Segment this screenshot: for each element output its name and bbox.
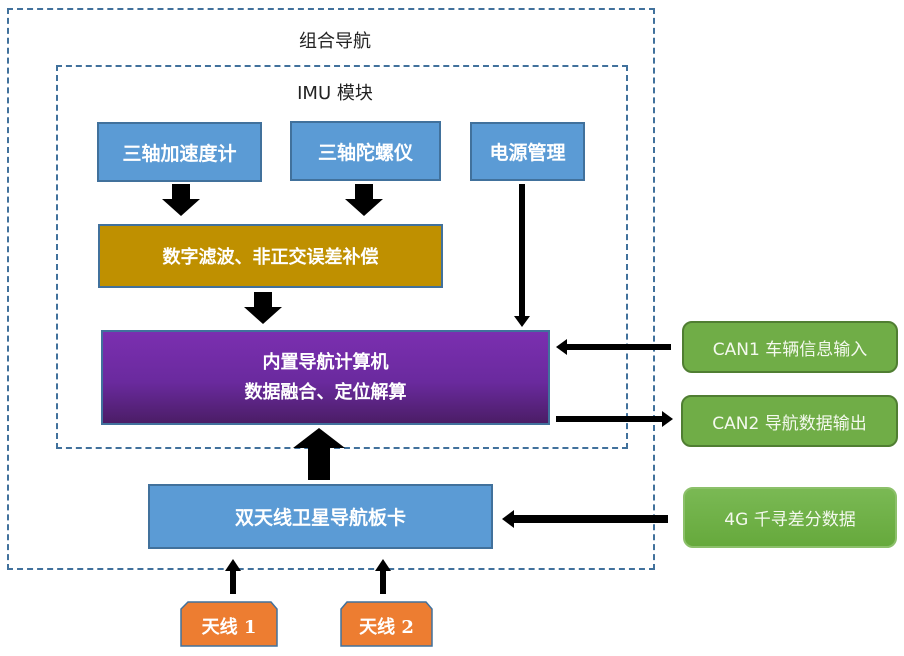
antenna1-label: 天线 1 <box>201 617 257 638</box>
accelerometer-label: 三轴加速度计 <box>122 142 237 165</box>
gyroscope-label: 三轴陀螺仪 <box>317 141 413 164</box>
arrow-left-can1 <box>556 339 671 355</box>
arrow-up-gnss <box>293 428 345 480</box>
arrow-down-filter <box>244 292 282 324</box>
arrow-left-rtk <box>502 510 668 528</box>
antenna1-label-box: 天线 1 <box>181 606 277 646</box>
arrow-up-antenna2 <box>375 559 391 594</box>
integrated-navigation-container <box>7 8 655 570</box>
accelerometer-box: 三轴加速度计 <box>97 122 262 182</box>
navigation-computer-line1: 内置导航计算机 <box>262 351 389 373</box>
integrated-navigation-title: 组合导航 <box>299 31 371 52</box>
navigation-computer-line2: 数据融合、定位解算 <box>244 381 407 403</box>
filter-compensation-box: 数字滤波、非正交误差补偿 <box>98 224 443 288</box>
gnss-board-label: 双天线卫星导航板卡 <box>234 507 406 529</box>
rtk-correction-box: 4G 千寻差分数据 <box>683 487 897 548</box>
can2-output-box: CAN2 导航数据输出 <box>681 395 898 447</box>
navigation-computer-box: 内置导航计算机 数据融合、定位解算 <box>101 330 550 425</box>
can2-output-label: CAN2 导航数据输出 <box>712 413 867 434</box>
antenna2-shape <box>340 601 433 647</box>
can1-input-label: CAN1 车辆信息输入 <box>712 339 868 360</box>
can1-input-box: CAN1 车辆信息输入 <box>682 321 898 373</box>
filter-compensation-label: 数字滤波、非正交误差补偿 <box>162 247 379 268</box>
arrow-down-gyroscope <box>345 184 383 216</box>
arrow-right-can2 <box>556 411 673 427</box>
gnss-board-box: 双天线卫星导航板卡 <box>148 484 493 549</box>
imu-module-title: IMU 模块 <box>297 83 373 104</box>
antenna1-shape <box>180 601 278 647</box>
power-management-label: 电源管理 <box>489 142 566 164</box>
antenna2-label-box: 天线 2 <box>341 606 432 646</box>
gyroscope-box: 三轴陀螺仪 <box>290 121 441 181</box>
power-management-box: 电源管理 <box>470 122 585 181</box>
arrow-down-accelerometer <box>162 184 200 216</box>
arrow-down-power <box>514 184 530 327</box>
arrow-up-antenna1 <box>225 559 241 594</box>
rtk-correction-label: 4G 千寻差分数据 <box>724 510 856 530</box>
antenna2-label: 天线 2 <box>359 617 414 638</box>
